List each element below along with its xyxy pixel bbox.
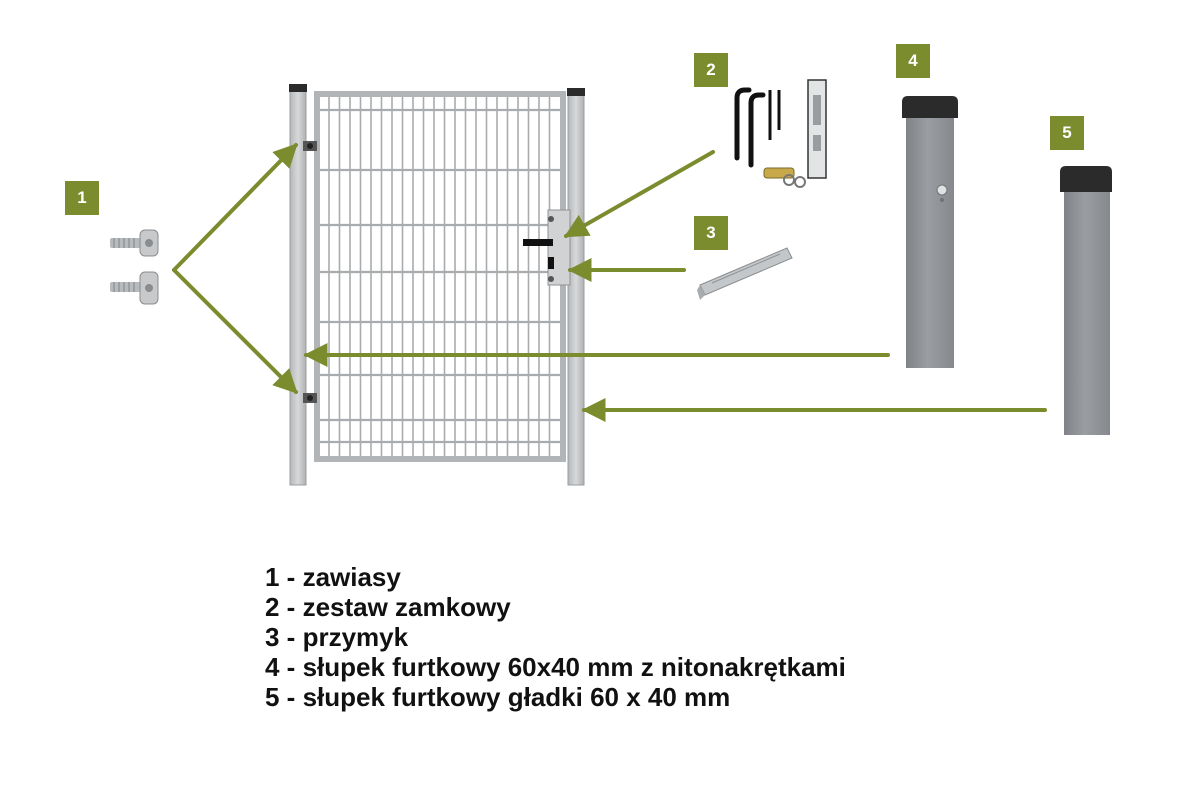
gate-leaf-frame xyxy=(314,91,566,462)
badge-1: 1 xyxy=(65,181,99,215)
legend-item-2: 2 - zestaw zamkowy xyxy=(265,592,511,622)
gate xyxy=(289,84,585,486)
parts-legend: 1 - zawiasy 2 - zestaw zamkowy 3 - przym… xyxy=(265,562,846,712)
arrow-hinge-top xyxy=(172,143,298,272)
arrow-lock xyxy=(563,150,715,238)
lock-body-icon xyxy=(807,79,827,179)
arrow-hinge-bottom xyxy=(172,268,298,394)
hinge-set-icon xyxy=(110,229,159,305)
post-cap-right xyxy=(567,88,585,96)
handle-icon xyxy=(734,87,766,168)
lock-set-icon xyxy=(734,79,827,188)
badge-3: 3 xyxy=(694,216,728,250)
legend-item-1: 1 - zawiasy xyxy=(265,562,401,592)
hinge-top-icon xyxy=(303,141,317,151)
hinge-bottom-icon xyxy=(303,393,317,403)
gate-post-right xyxy=(567,91,585,486)
badge-4: 4 xyxy=(896,44,930,78)
screws-icon xyxy=(768,90,781,140)
gate-mesh xyxy=(320,97,560,456)
arrows xyxy=(172,143,1047,422)
legend-item-4: 4 - słupek furtkowy 60x40 mm z nitonakrę… xyxy=(265,652,846,682)
post-smooth-icon xyxy=(1060,166,1112,435)
legend-item-5: 5 - słupek furtkowy gładki 60 x 40 mm xyxy=(265,682,731,712)
latch-plate-icon xyxy=(697,247,793,300)
post-cap-left xyxy=(289,84,307,92)
legend-item-3: 3 - przymyk xyxy=(265,622,409,652)
badge-2: 2 xyxy=(694,53,728,87)
gate-lock-icon xyxy=(523,209,571,286)
hinge-icon xyxy=(110,229,159,257)
lock-cylinder-icon xyxy=(763,167,806,188)
post-with-rivet-nuts-icon xyxy=(902,96,958,368)
hinge-icon xyxy=(110,271,159,305)
badge-5: 5 xyxy=(1050,116,1084,150)
